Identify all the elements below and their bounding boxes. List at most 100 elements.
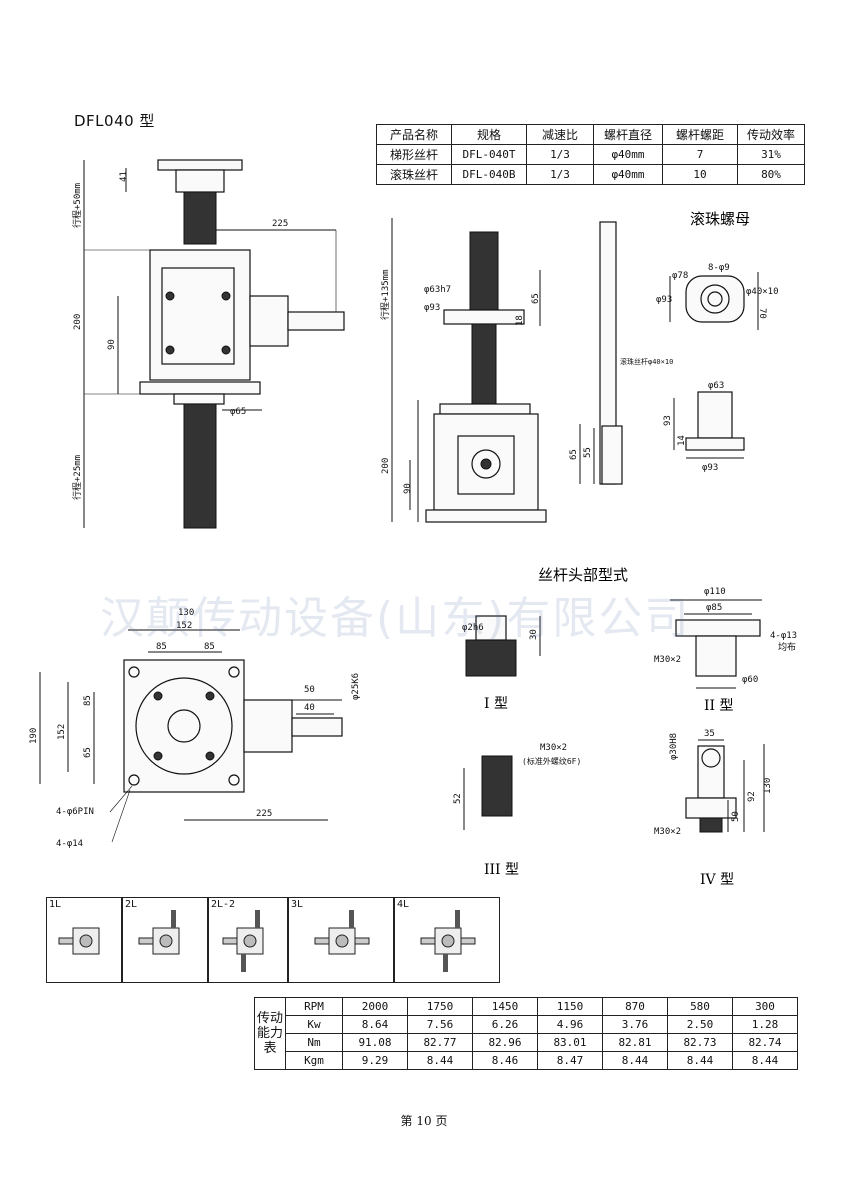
stroke-plus25-label: 行程+25mm (71, 455, 83, 500)
dim-phi85: φ85 (706, 603, 722, 613)
spec-cell: DFL-040T (451, 144, 527, 165)
perf-cell: 300 (732, 997, 798, 1016)
dim-85b: 85 (204, 642, 215, 652)
dim-phi60: φ60 (742, 675, 758, 685)
perf-row: Kw 8.64 7.56 6.26 4.96 3.76 2.50 1.28 (255, 1015, 798, 1034)
dim-225: 225 (272, 219, 288, 229)
dim-phi25k6: φ25K6 (351, 673, 361, 700)
screw-head-title: 丝杆头部型式 (538, 566, 628, 584)
spec-table: 产品名称 规格 减速比 螺杆直径 螺杆螺距 传动效率 梯形丝杆 DFL-040T… (376, 124, 805, 185)
mounting-4l-icon (420, 910, 476, 972)
dim-phi93d: φ93 (702, 463, 718, 473)
dim-8x9: 8-φ9 (708, 263, 730, 273)
dim-85c: 85 (83, 695, 93, 706)
perf-cell: 83.01 (537, 1033, 603, 1052)
mounting-type-label: 1L (49, 899, 62, 910)
dim-200: 200 (73, 314, 83, 330)
dim-55: 55 (583, 447, 593, 458)
mounting-type-label: 2L (125, 899, 138, 910)
perf-cell: 1150 (537, 997, 603, 1016)
perf-cell: 9.29 (342, 1051, 408, 1070)
type4-drawing (685, 739, 765, 833)
dim-130b: 130 (763, 778, 773, 794)
mounting-2l-icon (138, 910, 180, 955)
perf-cell: 8.47 (537, 1051, 603, 1070)
spec-cell: 1/3 (526, 164, 594, 185)
perf-row-label: Kw (285, 1015, 343, 1034)
perf-cell: 7.56 (407, 1015, 473, 1034)
dim-92: 92 (747, 791, 757, 802)
dim-130: 130 (178, 608, 194, 618)
type2-label: II 型 (704, 698, 734, 714)
dim-50: 50 (304, 685, 315, 695)
dim-90: 90 (107, 339, 117, 350)
dim-phi63: φ63 (708, 381, 724, 391)
perf-row: 传动能力表 RPM 2000 1750 1450 1150 870 580 30… (254, 997, 798, 1070)
stroke-plus135-label: 行程+135mm (379, 269, 391, 320)
dim-phi30h8: φ30H8 (669, 733, 679, 760)
dim-phi78: φ78 (672, 271, 688, 281)
perf-side-label: 传动能力表 (254, 997, 286, 1070)
perf-cell: 82.96 (472, 1033, 538, 1052)
perf-cell: 8.44 (407, 1051, 473, 1070)
perf-cell: 8.44 (667, 1051, 733, 1070)
type3-label: III 型 (484, 862, 519, 878)
perf-cell: 2000 (342, 997, 408, 1016)
perf-cell: 870 (602, 997, 668, 1016)
perf-row-label: Nm (285, 1033, 343, 1052)
dim-200b: 200 (381, 458, 391, 474)
perf-cell: 82.74 (732, 1033, 798, 1052)
type2-drawing (670, 599, 762, 689)
dim-phi2h6: φ2h6 (462, 623, 484, 633)
ball-nut-title: 滚珠螺母 (690, 210, 750, 228)
dim-18: 18 (515, 315, 525, 326)
perf-cell: 91.08 (342, 1033, 408, 1052)
mounting-type-label: 3L (291, 899, 304, 910)
pin-note: 4-φ6PIN (56, 807, 94, 817)
side-view (391, 218, 547, 523)
hole-note-4x13: 4-φ13 (770, 631, 797, 641)
page-number: 第 10 页 (400, 1114, 448, 1128)
spec-header: 传动效率 (737, 124, 805, 145)
mounting-3l-icon (314, 910, 370, 955)
thread-note-sub: (标准外螺纹6F) (522, 756, 581, 766)
dim-phi65: φ65 (230, 407, 246, 417)
perf-row: Nm 91.08 82.77 82.96 83.01 82.81 82.73 8… (255, 1033, 798, 1052)
mounting-type-label: 2L-2 (211, 899, 236, 910)
dim-30: 30 (529, 629, 539, 640)
spec-cell: 31% (737, 144, 805, 165)
perf-cell: 3.76 (602, 1015, 668, 1034)
perf-cell: 4.96 (537, 1015, 603, 1034)
perf-cell: 8.44 (602, 1051, 668, 1070)
thread-m30-c: M30×2 (654, 827, 681, 837)
dim-phi93: φ93 (424, 303, 440, 313)
dim-50b: 50 (731, 811, 741, 822)
perf-cell: 82.81 (602, 1033, 668, 1052)
spec-cell: 滚珠丝杆 (376, 164, 452, 185)
performance-table: 传动能力表 RPM 2000 1750 1450 1150 870 580 30… (254, 997, 798, 1070)
perf-cell: 8.44 (732, 1051, 798, 1070)
perf-cell: 1750 (407, 997, 473, 1016)
dim-phi110: φ110 (704, 587, 726, 597)
spec-header: 规格 (451, 124, 527, 145)
dim-93: 93 (663, 415, 673, 426)
ball-screw-view (579, 221, 623, 485)
mounting-type-2l-2: 2L-2 (208, 897, 288, 983)
top-view (39, 629, 343, 843)
mounting-type-4l: 4L (394, 897, 500, 983)
thread-m30-a: M30×2 (654, 655, 681, 665)
dim-40: 40 (304, 703, 315, 713)
nut-flange-view (673, 391, 745, 459)
dim-14: 14 (677, 435, 687, 446)
type1-drawing (465, 615, 541, 677)
watermark: 汉颠传动设备(山东)有限公司 (100, 593, 691, 644)
thread-note: M30×2 (540, 743, 567, 753)
perf-row-label: RPM (285, 997, 343, 1016)
dim-40x10: φ40×10 (746, 287, 779, 297)
dim-65d: 65 (83, 747, 93, 758)
type1-label: I 型 (484, 696, 508, 712)
perf-cell: 82.73 (667, 1033, 733, 1052)
model-title: DFL040 型 (74, 112, 155, 130)
dim-152: 152 (176, 621, 192, 631)
